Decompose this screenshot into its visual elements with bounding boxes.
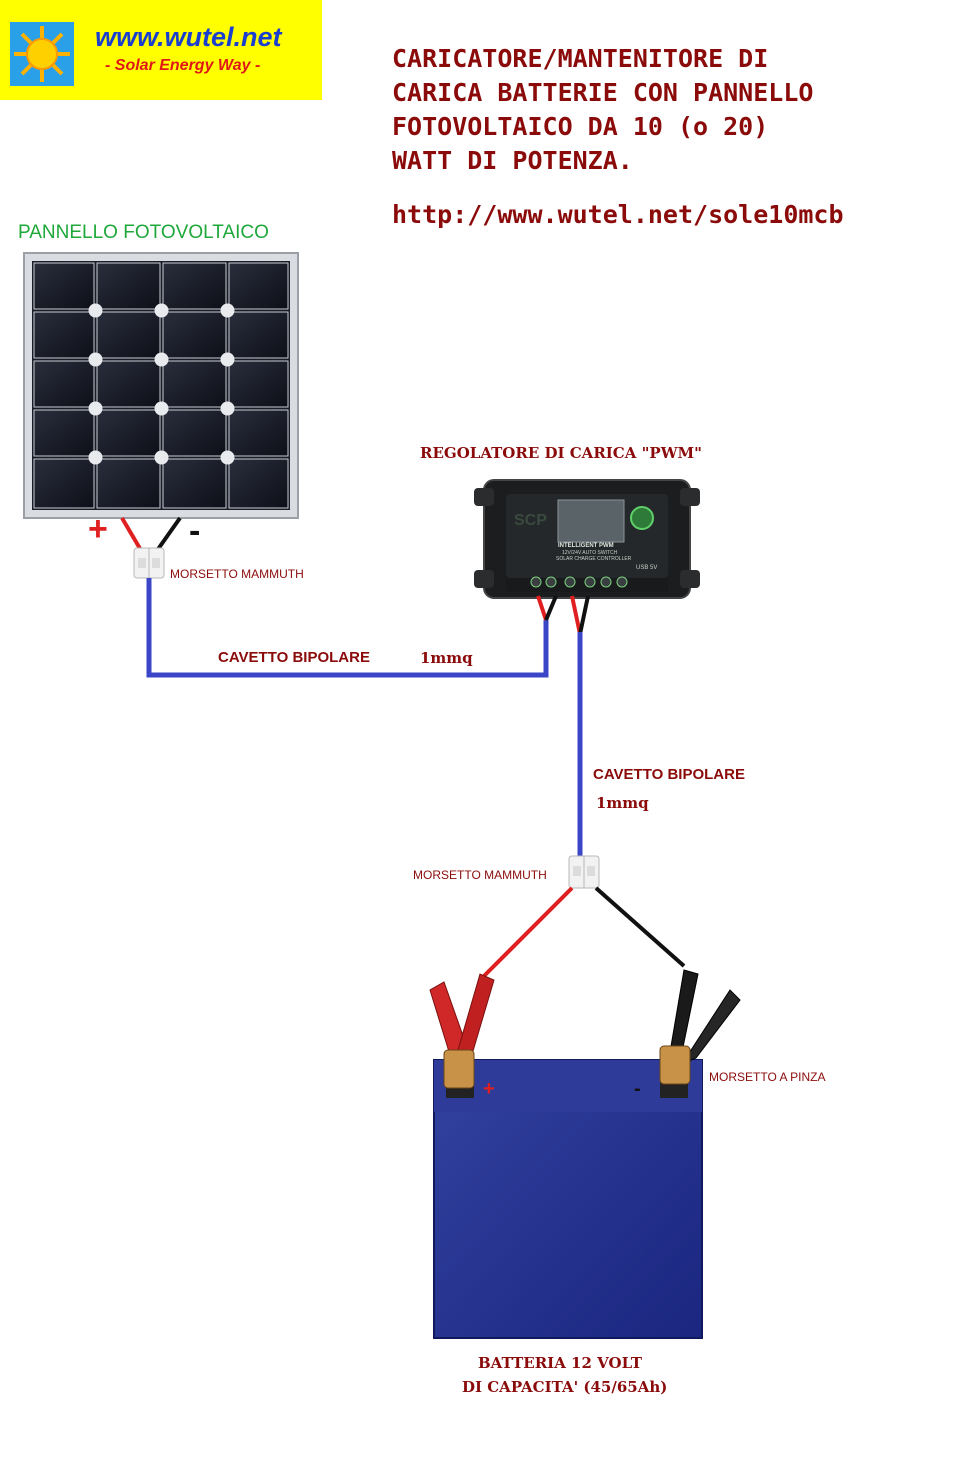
regulator-switch-text: 12V/24V AUTO SWITCH — [562, 550, 618, 556]
cable-h-label: CAVETTO BIPOLARE — [218, 649, 370, 666]
battery — [433, 1059, 703, 1339]
regulator-panel-positive-wire — [536, 595, 548, 621]
page-url: http://www.wutel.net/sole10mcb — [392, 200, 844, 229]
battery-label-line2: DI CAPACITA' (45/65Ah) — [462, 1378, 668, 1396]
regulator-brand: SCP — [514, 512, 547, 529]
logo-tagline: - Solar Energy Way - — [105, 57, 261, 74]
mammuth-top-label: MORSETTO MAMMUTH — [170, 567, 304, 581]
regulator-model: INTELLIGENT PWM — [558, 543, 614, 549]
cable-panel-to-regulator — [146, 578, 549, 678]
battery-label-line1: BATTERIA 12 VOLT — [478, 1354, 643, 1372]
regulator-panel-negative-wire — [544, 595, 558, 621]
clamp-label: MORSETTO A PINZA — [709, 1070, 826, 1084]
mammuth-bottom-label: MORSETTO MAMMUTH — [413, 868, 547, 882]
cable-v-size: 1mmq — [596, 794, 649, 812]
regulator-label: REGOLATORE DI CARICA "PWM" — [420, 444, 702, 462]
regulator-battery-positive-wire — [570, 595, 582, 635]
regulator-battery-negative-wire — [578, 595, 590, 635]
sun-icon — [10, 22, 74, 86]
title-line-3: FOTOVOLTAICO DA 10 (o 20) — [392, 112, 769, 141]
red-alligator-clip — [429, 973, 495, 1089]
regulator-usb-label: USB 5V — [636, 565, 658, 571]
cable-h-size: 1mmq — [420, 649, 473, 667]
regulator-controller-text: SOLAR CHARGE CONTROLLER — [556, 556, 632, 562]
solar-panel-label: PANNELLO FOTOVOLTAICO — [18, 222, 269, 243]
charge-regulator — [474, 479, 700, 599]
panel-minus-sign: - — [189, 512, 201, 550]
battery-negative-wire — [594, 886, 686, 968]
mammuth-terminal-bottom — [568, 855, 600, 889]
battery-plus-sign: + — [483, 1078, 495, 1100]
mammuth-terminal-top — [133, 547, 165, 579]
solar-panel — [23, 252, 299, 519]
logo-site-name: www.wutel.net — [95, 22, 282, 52]
panel-positive-wire — [120, 516, 144, 554]
cable-v-label: CAVETTO BIPOLARE — [593, 766, 745, 783]
panel-plus-sign: + — [88, 510, 108, 548]
black-alligator-clip — [659, 969, 741, 1085]
battery-minus-sign: - — [634, 1078, 641, 1100]
page-title: CARICATORE/MANTENITORE DI CARICA BATTERI… — [392, 42, 952, 178]
battery-positive-wire — [482, 886, 574, 978]
title-line-2: CARICA BATTERIE CON PANNELLO — [392, 78, 814, 107]
panel-negative-wire — [154, 516, 182, 554]
title-line-1: CARICATORE/MANTENITORE DI — [392, 44, 769, 73]
title-line-4: WATT DI POTENZA. — [392, 146, 633, 175]
